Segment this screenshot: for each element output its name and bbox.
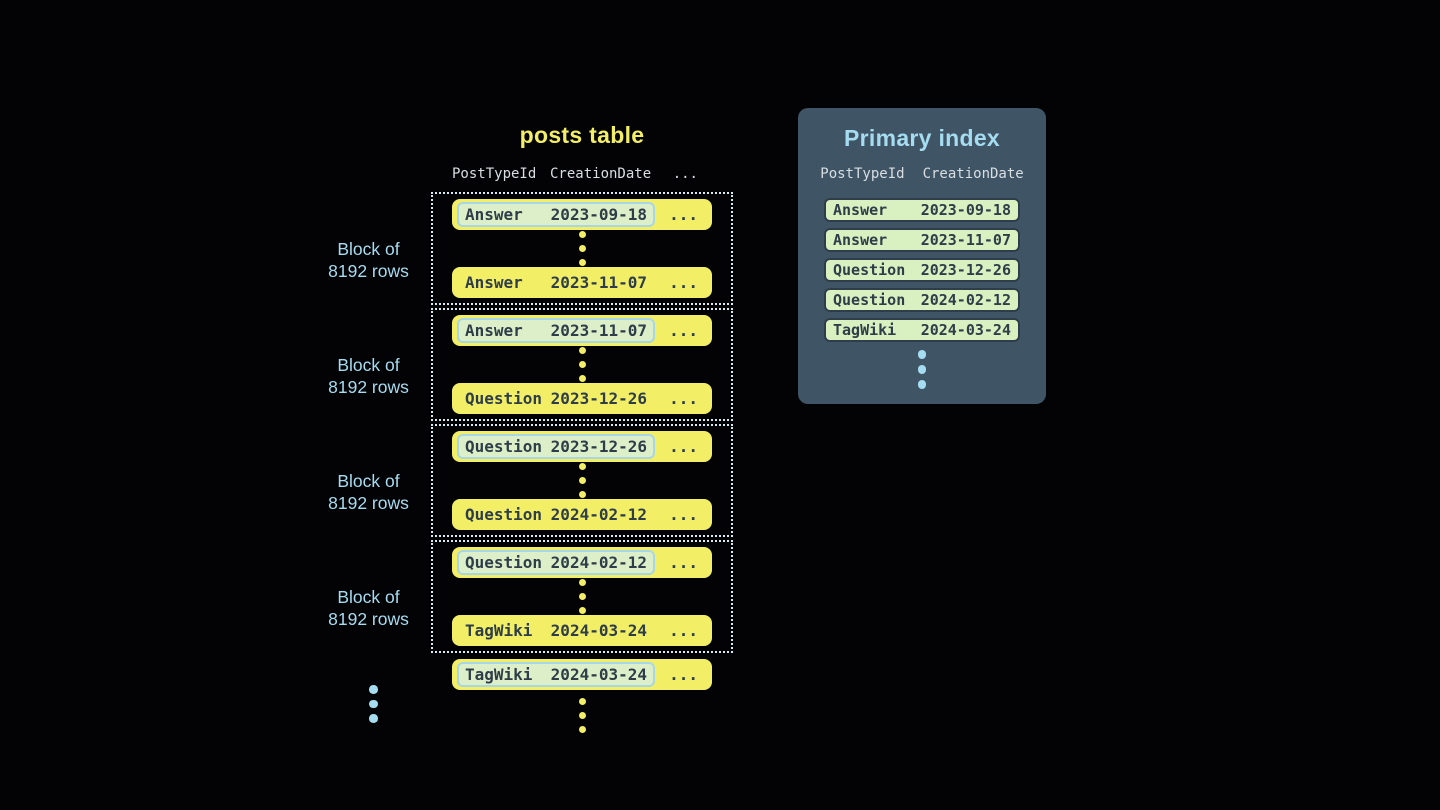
- table-row: Answer 2023-11-07 ...: [452, 315, 712, 346]
- row-cells: TagWiki 2024-03-24: [457, 618, 655, 643]
- block-1-label: Block of 8192 rows: [328, 239, 409, 281]
- ellipsis-dots: [578, 463, 586, 498]
- index-row: Question 2024-02-12: [824, 288, 1020, 312]
- index-row: Answer 2023-09-18: [824, 198, 1020, 222]
- table-row: Question 2024-02-12 ...: [452, 499, 712, 530]
- ellipsis-dots: [578, 347, 586, 382]
- row-posttypeid: Answer: [833, 201, 888, 219]
- row-more-ellipsis: ...: [669, 273, 698, 292]
- row-posttypeid: TagWiki: [465, 665, 533, 684]
- row-creationdate: 2023-12-26: [550, 437, 647, 456]
- row-creationdate: 2023-12-26: [550, 389, 647, 408]
- row-more-ellipsis: ...: [669, 621, 698, 640]
- primary-index-panel: Primary index PostTypeId CreationDate An…: [798, 108, 1046, 404]
- row-creationdate: 2023-11-07: [550, 321, 647, 340]
- primary-index-title: Primary index: [843, 125, 1001, 151]
- table-row: Answer 2023-11-07 ...: [452, 267, 712, 298]
- ellipsis-dots: [431, 698, 733, 733]
- index-mark-highlight: Answer 2023-11-07: [457, 318, 655, 343]
- row-posttypeid: Question: [465, 437, 543, 456]
- ellipsis-dots: [578, 231, 586, 266]
- column-header-creationdate: CreationDate: [922, 166, 1024, 182]
- row-creationdate: 2024-03-24: [920, 321, 1011, 339]
- block-3-label: Block of 8192 rows: [328, 471, 409, 513]
- row-more-ellipsis: ...: [669, 665, 698, 684]
- row-creationdate: 2023-11-07: [920, 231, 1011, 249]
- row-posttypeid: Question: [833, 261, 906, 279]
- table-row-trailing: TagWiki 2024-03-24 ...: [452, 659, 712, 690]
- primary-index-column-headers: PostTypeId CreationDate: [798, 166, 1046, 182]
- index-mark-highlight: TagWiki 2024-03-24: [457, 662, 655, 687]
- row-creationdate: 2024-03-24: [550, 665, 647, 684]
- block-4: Question 2024-02-12 ... TagWiki 2024-03-…: [431, 540, 733, 653]
- row-more-ellipsis: ...: [669, 321, 698, 340]
- block-2-label: Block of 8192 rows: [328, 355, 409, 397]
- posts-table-title: posts table: [519, 122, 645, 148]
- row-more-ellipsis: ...: [669, 205, 698, 224]
- row-cells: Answer 2023-11-07: [457, 270, 655, 295]
- table-row: Question 2023-12-26 ...: [452, 383, 712, 414]
- row-posttypeid: TagWiki: [465, 621, 533, 640]
- row-posttypeid: Question: [465, 505, 543, 524]
- table-row: Question 2023-12-26 ...: [452, 431, 712, 462]
- row-creationdate: 2023-09-18: [550, 205, 647, 224]
- posts-table-column-headers: PostTypeId CreationDate ...: [452, 166, 712, 182]
- index-row: Question 2023-12-26: [824, 258, 1020, 282]
- row-posttypeid: Answer: [833, 231, 888, 249]
- row-creationdate: 2023-12-26: [920, 261, 1011, 279]
- row-creationdate: 2024-02-12: [920, 291, 1011, 309]
- index-row: TagWiki 2024-03-24: [824, 318, 1020, 342]
- row-posttypeid: TagWiki: [833, 321, 897, 339]
- block-3: Question 2023-12-26 ... Question 2024-02…: [431, 424, 733, 537]
- index-row: Answer 2023-11-07: [824, 228, 1020, 252]
- table-row: TagWiki 2024-03-24 ...: [452, 615, 712, 646]
- column-header-posttypeid: PostTypeId: [452, 166, 537, 182]
- row-more-ellipsis: ...: [669, 437, 698, 456]
- row-posttypeid: Answer: [465, 205, 523, 224]
- more-index-entries-ellipsis-dots: [798, 350, 1046, 389]
- row-posttypeid: Answer: [465, 321, 523, 340]
- row-creationdate: 2024-02-12: [550, 505, 647, 524]
- row-posttypeid: Answer: [465, 273, 523, 292]
- row-more-ellipsis: ...: [669, 553, 698, 572]
- row-creationdate: 2024-02-12: [550, 553, 647, 572]
- table-row: Answer 2023-09-18 ...: [452, 199, 712, 230]
- index-mark-highlight: Answer 2023-09-18: [457, 202, 655, 227]
- row-posttypeid: Question: [833, 291, 906, 309]
- row-more-ellipsis: ...: [669, 389, 698, 408]
- column-header-more: ...: [672, 166, 698, 182]
- index-mark-highlight: Question 2023-12-26: [457, 434, 655, 459]
- ellipsis-dots: [578, 579, 586, 614]
- primary-index-rows: Answer 2023-09-18 Answer 2023-11-07 Ques…: [798, 198, 1046, 342]
- row-cells: Question 2024-02-12: [457, 502, 655, 527]
- row-creationdate: 2023-11-07: [550, 273, 647, 292]
- index-mark-highlight: Question 2024-02-12: [457, 550, 655, 575]
- row-creationdate: 2024-03-24: [550, 621, 647, 640]
- column-header-creationdate: CreationDate: [550, 166, 652, 182]
- row-cells: Question 2023-12-26: [457, 386, 655, 411]
- block-4-label: Block of 8192 rows: [328, 587, 409, 629]
- table-row: Question 2024-02-12 ...: [452, 547, 712, 578]
- posts-table-blocks: Answer 2023-09-18 ... Answer 2023-11-07 …: [431, 192, 733, 656]
- block-1: Answer 2023-09-18 ... Answer 2023-11-07 …: [431, 192, 733, 305]
- block-2: Answer 2023-11-07 ... Question 2023-12-2…: [431, 308, 733, 421]
- more-blocks-ellipsis-dots: [369, 685, 378, 723]
- row-posttypeid: Question: [465, 553, 543, 572]
- row-creationdate: 2023-09-18: [920, 201, 1011, 219]
- column-header-posttypeid: PostTypeId: [820, 166, 905, 182]
- row-more-ellipsis: ...: [669, 505, 698, 524]
- row-posttypeid: Question: [465, 389, 543, 408]
